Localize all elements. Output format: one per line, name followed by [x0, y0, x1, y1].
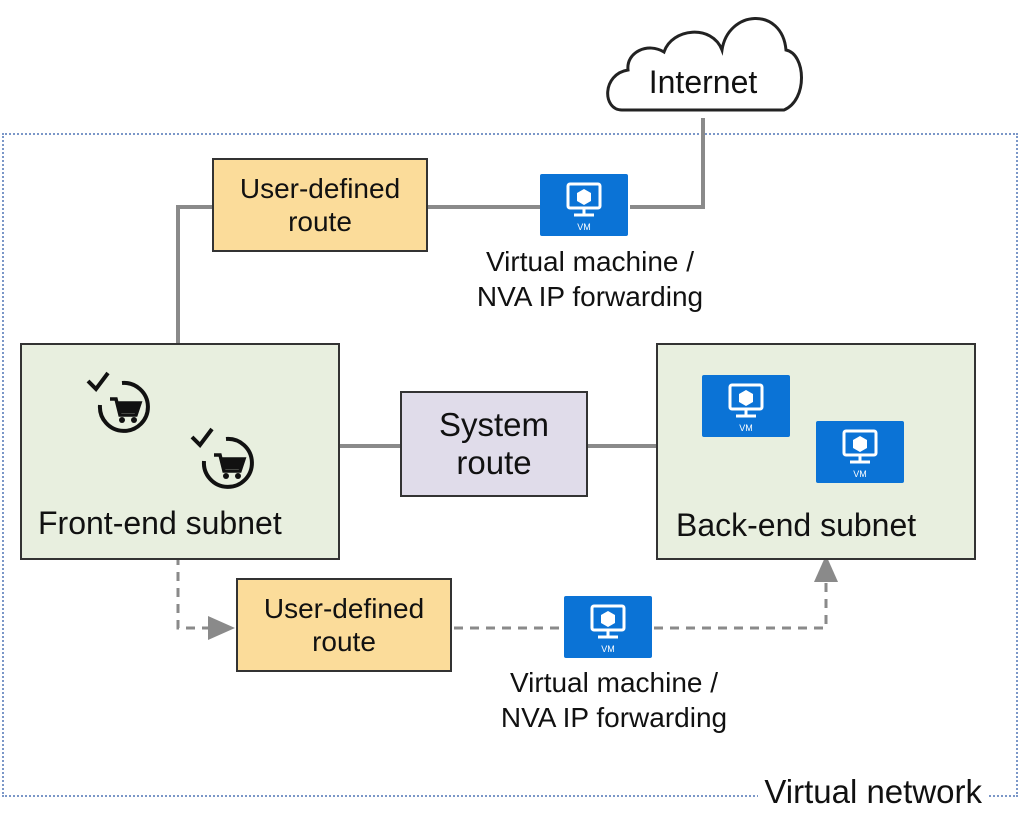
nva-top-line2: NVA IP forwarding [476, 281, 704, 312]
internet-to-nva-line [630, 118, 705, 209]
shopping-cart-sync-icon [86, 371, 150, 433]
front-end-subnet: Front-end subnet [20, 343, 340, 560]
shopping-cart-sync-icon [190, 427, 254, 489]
udr-bottom-line2: route [312, 626, 376, 657]
virtual-network-boundary [2, 133, 1018, 797]
nva-top-caption: Virtual machine / NVA IP forwarding [440, 244, 740, 314]
vm-badge-text: VM [577, 222, 591, 232]
nva-top-line1: Virtual machine / [485, 246, 695, 277]
nva-vm-bottom-icon: VM [564, 596, 652, 658]
udr-bottom-line1: User-defined [263, 593, 425, 624]
system-route: System route [400, 391, 588, 497]
back-end-subnet: VM VM Back-end subnet [656, 343, 976, 560]
user-defined-route-bottom: User-defined route [236, 578, 452, 672]
internet-label: Internet [648, 64, 758, 100]
nva-vm-top-icon: VM [540, 174, 628, 236]
vm-badge-text: VM [853, 469, 867, 479]
nva-bottom-line1: Virtual machine / [509, 667, 719, 698]
virtual-network-label: Virtual network [758, 772, 988, 812]
front-end-subnet-label: Front-end subnet [38, 505, 282, 541]
nva-bottom-line2: NVA IP forwarding [500, 702, 728, 733]
nva-bottom-caption: Virtual machine / NVA IP forwarding [464, 665, 764, 735]
frontend-to-udr-dashed-line [176, 556, 235, 640]
udr-top-line1: User-defined [239, 173, 401, 204]
udr-to-frontend-line [176, 205, 212, 343]
backend-vm-2-icon: VM [816, 421, 904, 483]
udr-top-line2: route [288, 206, 352, 237]
system-route-line2: route [456, 444, 532, 481]
system-route-line1: System [438, 406, 550, 443]
nva-to-backend-dashed-line [654, 555, 838, 630]
vm-badge-text: VM [739, 423, 753, 433]
back-end-subnet-label: Back-end subnet [676, 507, 917, 543]
cloud-icon [606, 17, 803, 112]
backend-vm-1-icon: VM [702, 375, 790, 437]
vm-badge-text: VM [601, 644, 615, 654]
user-defined-route-top: User-defined route [212, 158, 428, 252]
